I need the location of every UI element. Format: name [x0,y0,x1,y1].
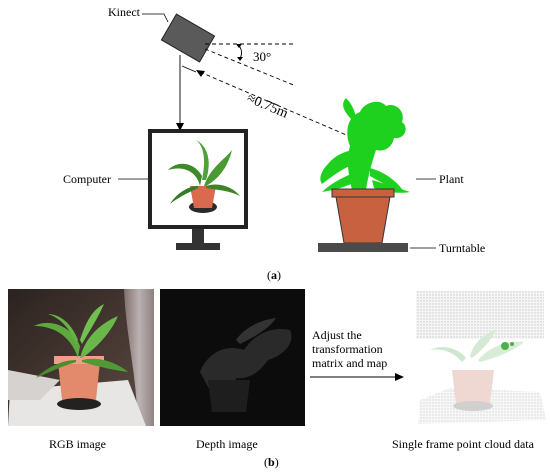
transform-text-line-3: matrix and map [312,356,388,370]
plant-pot [331,188,395,244]
turntable [318,243,408,252]
kinect-leader-line [142,13,169,23]
panel-b-label: (b) [264,455,279,469]
panel-b-letter: b [268,455,275,469]
angle-arrow-bottom [237,57,243,61]
pointcloud-caption: Single frame point cloud data [392,437,534,451]
angle-label: 30° [253,49,272,64]
kinect-to-computer-arrowhead [176,123,184,131]
panel-a-letter: a [271,268,277,282]
monitor-plant-image [168,140,240,213]
panel-a-label: (a) [267,268,281,282]
transform-text-line-1: Adjust the [312,328,362,342]
transform-text-line-2: transformation [312,342,383,356]
pointcloud-photo [412,289,548,426]
rgb-photo [8,289,154,426]
depth-photo [160,289,305,426]
distance-line [199,71,359,141]
angle-reference-line [204,48,297,87]
plant-label: Plant [439,172,464,186]
distance-arrow-start [196,70,205,77]
transform-arrowhead [395,373,404,381]
kinect-label: Kinect [108,5,140,19]
computer-label: Computer [63,172,111,186]
turntable-label: Turntable [439,241,486,255]
kinect-device [160,13,216,63]
depth-caption: Depth image [196,437,258,451]
plant-silhouette [320,98,410,193]
distance-extension-line [181,65,197,73]
rgb-caption: RGB image [49,437,106,451]
angle-arrow-top [236,44,242,48]
